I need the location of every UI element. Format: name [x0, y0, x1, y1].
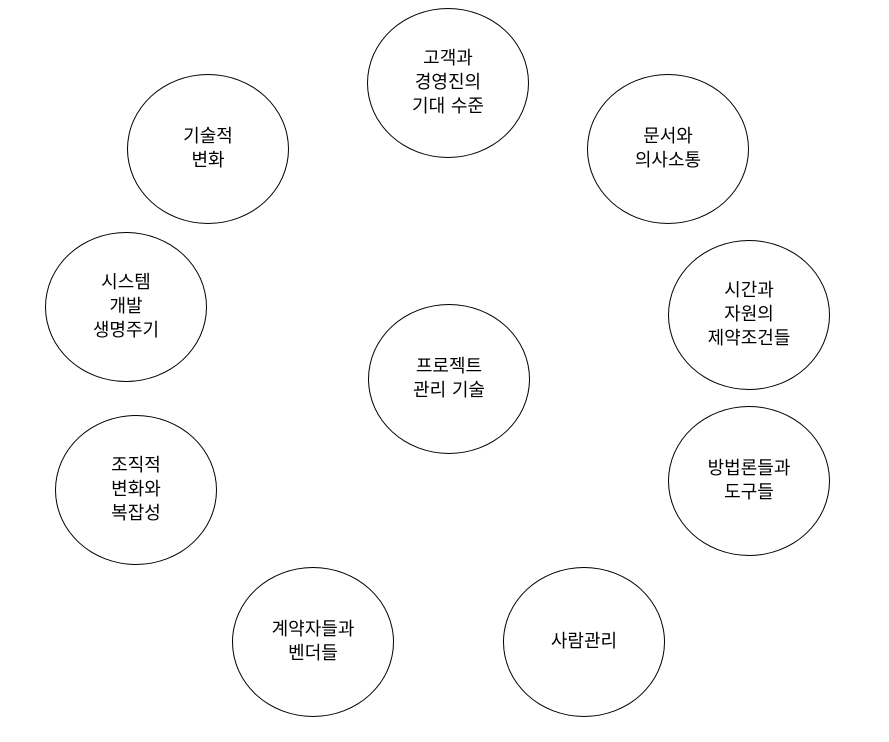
node-label-line: 벤더들 [288, 643, 338, 664]
node-label-line: 기술적 [183, 126, 233, 147]
node-label-line: 도구들 [724, 482, 774, 503]
node-organizational-change: 조직적 변화와 복잡성 [55, 415, 217, 565]
node-contractors-vendors: 계약자들과 벤더들 [232, 567, 394, 717]
node-label-line: 프로젝트 [415, 356, 483, 377]
node-label-line: 문서와 [643, 126, 693, 147]
node-label-line: 시간과 [724, 280, 774, 301]
node-label-line: 자원의 [724, 304, 774, 325]
node-label-line: 사람관리 [550, 631, 618, 652]
node-label-line: 복잡성 [111, 503, 161, 524]
node-label-line: 의사소통 [634, 150, 702, 171]
node-label-line: 생명주기 [92, 320, 160, 341]
node-label-line: 변화와 [111, 479, 161, 500]
node-methodologies-tools: 방법론들과 도구들 [668, 406, 830, 556]
node-technological-change: 기술적 변화 [127, 74, 289, 224]
node-label-line: 경영진의 [414, 72, 482, 93]
node-documentation-communication: 문서와 의사소통 [587, 74, 749, 224]
node-label-line: 고객과 [423, 48, 473, 69]
node-customer-expectations: 고객과 경영진의 기대 수준 [367, 8, 529, 158]
node-label-line: 기대 수준 [412, 96, 484, 117]
node-label-line: 조직적 [111, 455, 161, 476]
node-label-line: 제약조건들 [707, 328, 791, 349]
node-label-line: 시스템 [101, 272, 151, 293]
node-system-lifecycle: 시스템 개발 생명주기 [45, 232, 207, 382]
node-label-line: 변화 [191, 150, 225, 171]
node-time-resource-constraints: 시간과 자원의 제약조건들 [668, 240, 830, 390]
node-label-line: 관리 기술 [413, 380, 485, 401]
node-people-management: 사람관리 [503, 567, 665, 717]
node-label-line: 계약자들과 [271, 619, 355, 640]
center-node-project-management-skills: 프로젝트 관리 기술 [368, 304, 530, 454]
node-label-line: 방법론들과 [707, 458, 791, 479]
node-label-line: 개발 [109, 296, 143, 317]
